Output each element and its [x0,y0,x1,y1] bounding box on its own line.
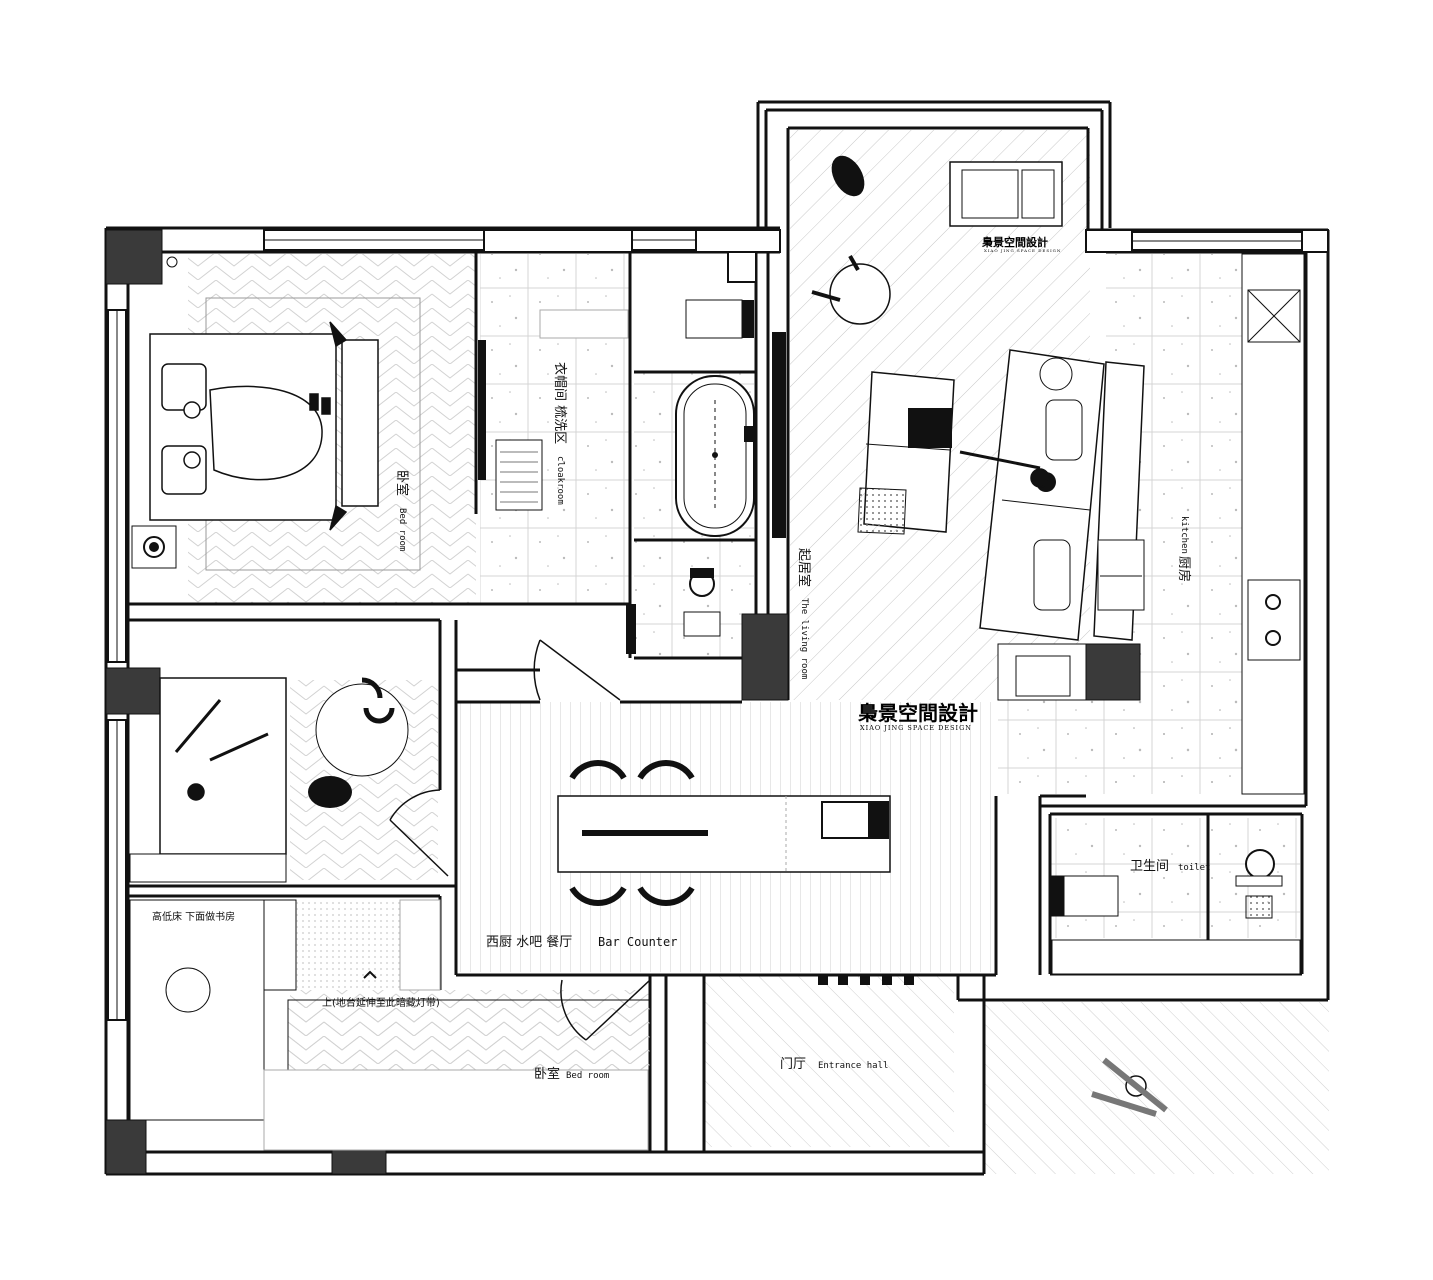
door-mat [818,975,914,985]
bathtub[interactable] [675,299,755,537]
living-room-en-label: The living room [799,598,809,679]
kitchen-island[interactable] [1093,361,1145,641]
entrance-label: 门厅 [780,1057,806,1072]
nightstand-lamp [131,525,177,569]
brand-name-small: 梟景空間設計 [981,235,1048,249]
bar-counter-en-label: Bar Counter [598,935,677,949]
step-note-label: 上(地台延伸至此暗藏灯带) [322,996,440,1009]
brand-name: 梟景空間設計 [857,701,978,725]
loft-bed[interactable] [129,899,441,1121]
cloakroom-label: 衣帽间 梳洗区 [552,362,568,444]
second-bedroom-en-label: Bed room [566,1071,609,1081]
toilet-en-label: toilet [1178,863,1211,873]
toilet-fixtures[interactable] [1051,849,1301,975]
kitchen-en-label: kitchen [1179,516,1189,554]
brand-subtitle-small: XIAO JING SPACE DESIGN [984,248,1061,253]
entrance-en-label: Entrance hall [818,1061,888,1071]
master-bedroom-en-label: Bed room [397,508,407,551]
brand-subtitle: XIAO JING SPACE DESIGN [860,724,972,732]
small-circle-icon [166,256,178,268]
wall-ends [483,229,1329,283]
step-up-arrow-icon [363,970,377,979]
master-bed[interactable] [149,321,379,531]
kitchen-counter[interactable] [1241,253,1305,795]
lounge-chair[interactable] [949,161,1063,227]
door-swings[interactable] [389,639,651,1041]
master-bedroom-label: 卧室 [394,470,410,496]
armchair[interactable] [811,255,891,325]
person-icons [174,450,1168,1117]
kitchen-label: 厨房 [1176,556,1192,582]
bar-stools[interactable] [569,759,695,907]
cloakroom-en-label: cloakroom [555,456,565,505]
brand-mark-small: 梟景空間設計 XIAO JING SPACE DESIGN [981,235,1061,253]
window-glazing [116,239,1304,1020]
toilet-label: 卫生间 [1130,859,1169,874]
second-bedroom-bed[interactable] [263,999,651,1151]
tv-wall [772,332,786,538]
living-room-label: 起居室 [796,548,812,587]
room-labels: 卧室 Bed room 衣帽间 梳洗区 cloakroom 起居室 The li… [152,362,1211,1082]
child-bed[interactable] [129,677,409,883]
brand-mark-large: 梟景空間設計 XIAO JING SPACE DESIGN [857,701,978,732]
bar-counter[interactable] [557,795,891,873]
coffee-table[interactable] [857,371,955,535]
dog-icon [308,155,865,808]
fridge[interactable] [997,643,1087,701]
wc-bath-1[interactable] [626,568,721,654]
wardrobe[interactable] [478,309,629,511]
second-bedroom-label: 卧室 [534,1066,560,1082]
bar-counter-label: 西厨 水吧 餐厅 [486,934,572,950]
loft-note-label: 高低床 下面做书房 [152,910,235,923]
